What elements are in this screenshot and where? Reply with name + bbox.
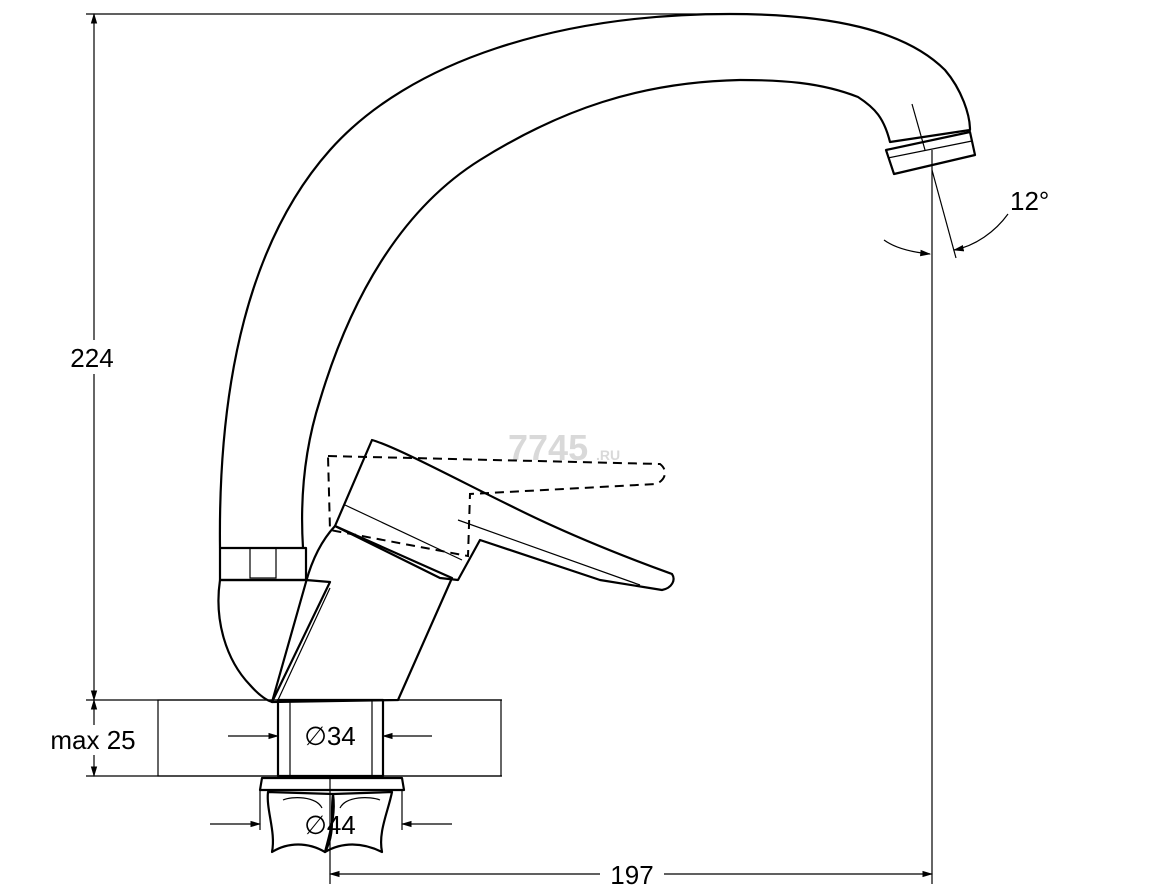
reach-label: 197	[610, 860, 653, 890]
countertop-dimension: max 25	[40, 698, 148, 778]
reach-dimension: 197	[328, 150, 934, 890]
inner-diameter-label: ∅34	[304, 721, 356, 751]
height-dimension: 224	[60, 12, 730, 702]
countertop-label: max 25	[50, 725, 135, 755]
inner-diameter-dimension: ∅34	[228, 721, 432, 751]
height-label: 224	[70, 343, 113, 373]
lever-alt-position	[326, 454, 666, 558]
watermark: 7745 .RU	[508, 427, 620, 468]
mixer-body	[217, 524, 454, 704]
spout-collar	[218, 546, 308, 582]
fixing-nut	[258, 776, 406, 854]
lever-handle	[333, 438, 675, 592]
angle-label: 12°	[1010, 186, 1049, 216]
angle-dimension: 12°	[883, 169, 1049, 259]
spout	[218, 12, 977, 549]
nut-diameter-dimension: ∅44	[210, 790, 452, 840]
watermark-suffix: .RU	[596, 447, 620, 463]
countertop-section	[86, 699, 502, 777]
